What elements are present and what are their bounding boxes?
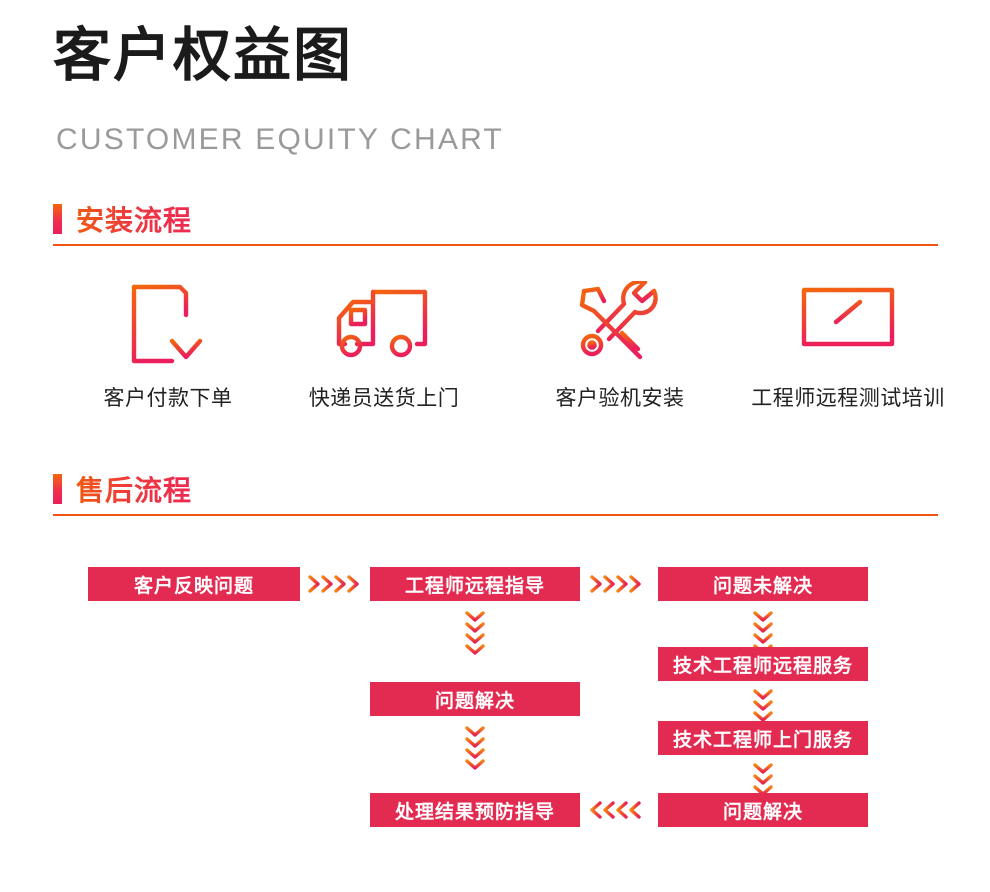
section-title-install: 安装流程 xyxy=(76,199,192,239)
flow-node-onsite-service[interactable]: 技术工程师上门服务 xyxy=(658,721,868,755)
flow-node-prevention-guide[interactable]: 处理结果预防指导 xyxy=(370,793,580,827)
install-step-2-label: 快递员送货上门 xyxy=(308,387,460,410)
page-title: 客户权益图 xyxy=(53,23,354,88)
monitor-arrow-icon xyxy=(798,278,898,370)
flow-node-customer-report[interactable]: 客户反映问题 xyxy=(88,567,300,601)
install-step-1[interactable]: 客户付款下单 xyxy=(53,278,283,423)
flow-node-unresolved[interactable]: 问题未解决 xyxy=(658,567,868,601)
delivery-truck-icon xyxy=(329,278,439,370)
arrow-right-1 xyxy=(306,567,364,601)
install-step-3[interactable]: 客户验机安装 xyxy=(505,278,735,423)
page-subtitle: CUSTOMER EQUITY CHART xyxy=(56,123,504,156)
flow-node-remote-service[interactable]: 技术工程师远程服务 xyxy=(658,647,868,681)
arrow-down-mid-2 xyxy=(460,724,490,774)
section-title-after-sales: 售后流程 xyxy=(76,469,192,509)
arrow-down-mid-1 xyxy=(460,609,490,659)
arrow-left-bottom xyxy=(588,793,646,827)
install-step-4[interactable]: 工程师远程测试培训 xyxy=(708,278,988,423)
section-divider xyxy=(53,244,938,246)
install-step-1-label: 客户付款下单 xyxy=(103,387,233,410)
install-step-3-label: 客户验机安装 xyxy=(555,387,685,410)
section-header-install: 安装流程 xyxy=(53,200,938,252)
section-header-after-sales: 售后流程 xyxy=(53,470,938,522)
install-steps-row: 客户付款下单 xyxy=(53,278,944,423)
document-download-icon xyxy=(122,278,214,370)
section-divider xyxy=(53,514,938,516)
section-marker-bar-icon xyxy=(53,474,62,504)
flow-node-resolved-right[interactable]: 问题解决 xyxy=(658,793,868,827)
install-step-4-label: 工程师远程测试培训 xyxy=(751,387,945,410)
section-marker-bar-icon xyxy=(53,204,62,234)
install-step-2[interactable]: 快递员送货上门 xyxy=(269,278,499,423)
flow-node-resolved-mid[interactable]: 问题解决 xyxy=(370,682,580,716)
flow-node-remote-guidance[interactable]: 工程师远程指导 xyxy=(370,567,580,601)
tools-wrench-screwdriver-icon xyxy=(576,278,664,370)
arrow-right-2 xyxy=(588,567,646,601)
after-sales-flow-diagram: 客户反映问题 工程师远程指导 问题未解决 xyxy=(0,540,990,860)
